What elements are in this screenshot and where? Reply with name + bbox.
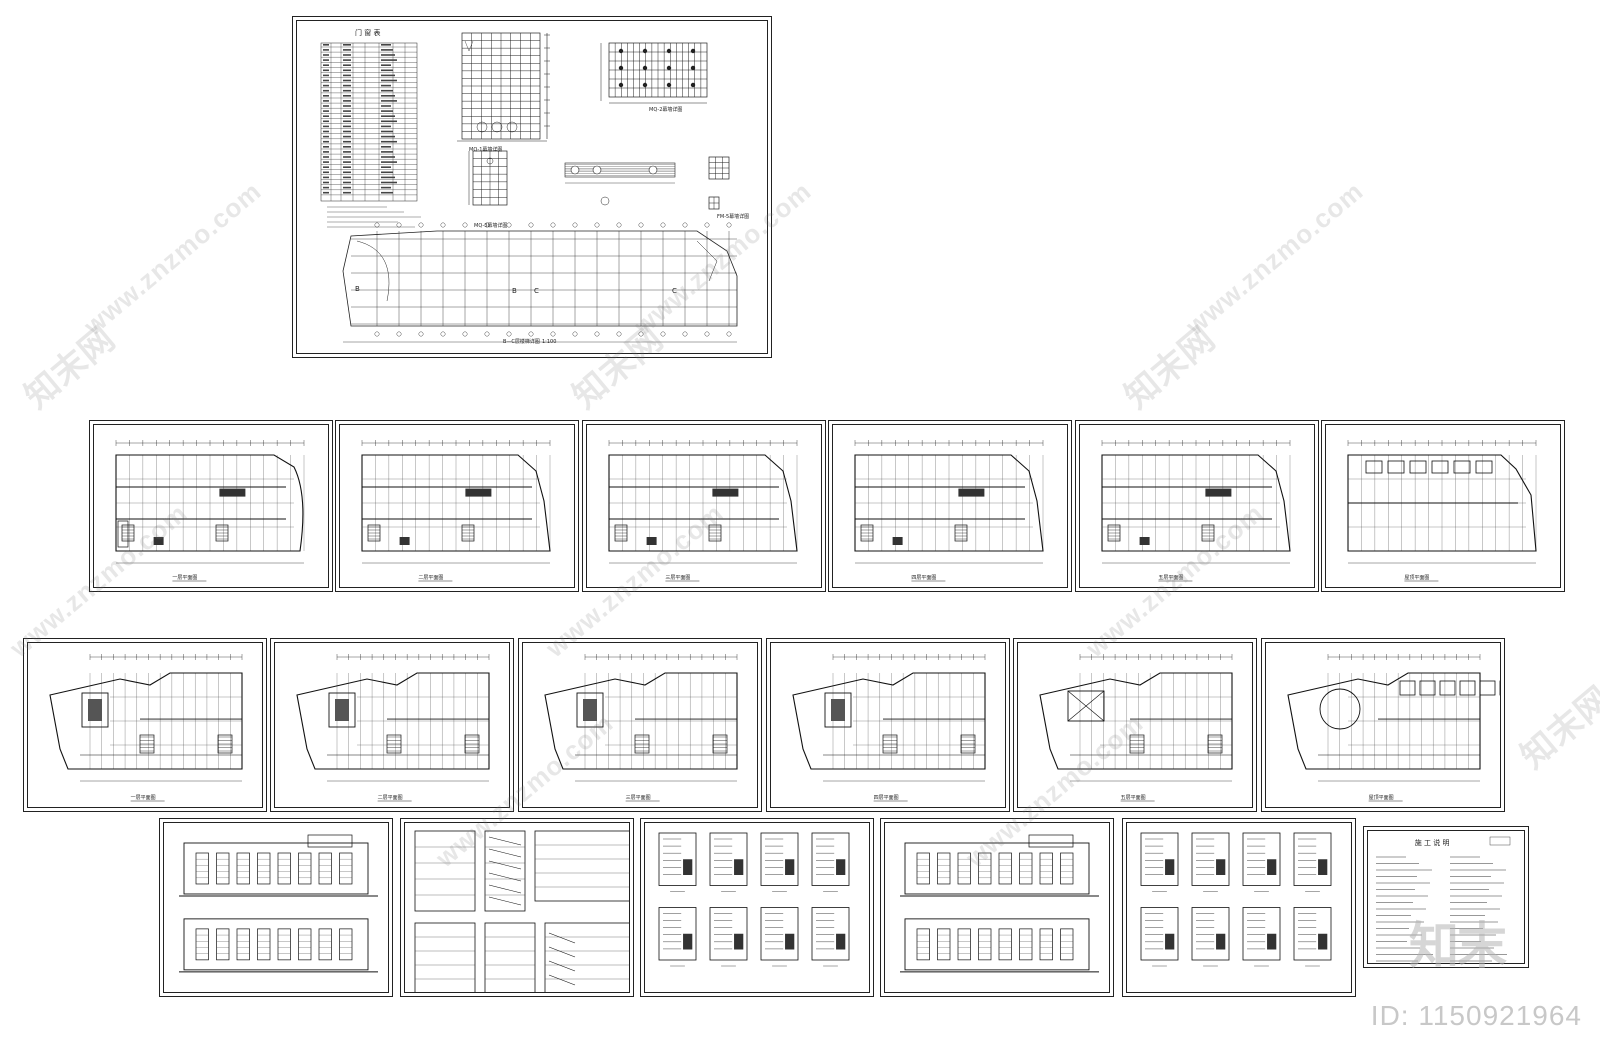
sheet-drawing [900, 834, 1099, 973]
floor-plan-sheet-b-5: 五层平面图 [1013, 638, 1257, 812]
watermark-brand-4: 知末网 [1513, 679, 1600, 777]
sheet-title: 四层平面图 [874, 795, 899, 801]
sheet-door-window-schedule: 门 窗 表 MQ-1幕墙详图 MQ-2幕墙详图 MQ-3幕墙详图 FM-5幕墙详… [292, 16, 772, 358]
fm5-detail [708, 156, 730, 210]
sheet-frame: 施 工 说 明 [1367, 830, 1525, 964]
sheet-drawing [179, 834, 378, 973]
floor-plan-sheet-a-1: 一层平面图 [89, 420, 333, 592]
axis-b-mid: B [512, 287, 517, 295]
image-id-label: ID: 1150921964 [1370, 1000, 1582, 1031]
axis-c-mid: C [534, 287, 539, 295]
sheet-title: 屋顶平面图 [1404, 575, 1429, 581]
fm5-label: FM-5幕墙详图 [717, 213, 749, 220]
floor-plan-sheet-b-6: 屋顶平面图 [1261, 638, 1505, 812]
sheet-frame: 一层平面图 [93, 424, 329, 588]
sheet-frame: 五层平面图 [1017, 642, 1253, 808]
floor-plan-grid [342, 40, 738, 343]
sheet-title: 二层平面图 [418, 575, 443, 581]
watermark-brand-3: 知末网 [1117, 319, 1223, 417]
floor-plan-sheet-a-2: 二层平面图 [335, 420, 579, 592]
sheet-frame [1126, 822, 1352, 993]
sheet-title: 屋顶平面图 [1369, 795, 1394, 801]
sheet-drawing: 二层平面图 [296, 654, 490, 802]
sheet-drawing: 一层平面图 [115, 440, 305, 582]
sheet-frame: 一层平面图 [27, 642, 263, 808]
sheet-frame: 四层平面图 [770, 642, 1006, 808]
stair-detail-sheet-2 [1122, 818, 1356, 997]
sheet-drawing [414, 830, 629, 992]
sheet-frame [404, 822, 630, 993]
sheet-title: 三层平面图 [626, 795, 651, 801]
sheet-drawing: 屋顶平面图 [1287, 654, 1500, 802]
floor-plan-sheet-a-6: 屋顶平面图 [1321, 420, 1565, 592]
floor-plan-sheet-b-4: 四层平面图 [766, 638, 1010, 812]
sheet-drawing: 一层平面图 [49, 654, 243, 802]
sheet-title: 五层平面图 [1121, 795, 1146, 801]
sheet-drawing: 四层平面图 [792, 654, 986, 802]
sheet-title: 一层平面图 [131, 795, 156, 801]
sheet-drawing: 四层平面图 [854, 440, 1044, 582]
sheet-frame [884, 822, 1110, 993]
watermark-url-1: www.znzmo.com [78, 175, 267, 341]
watermark-brand-1: 知末网 [17, 319, 123, 417]
floor-plan-sheet-a-5: 五层平面图 [1075, 420, 1319, 592]
section-sheet [400, 818, 634, 997]
sheet-title: 五层平面图 [1158, 575, 1183, 581]
mq3-label: MQ-3幕墙详图 [474, 222, 507, 229]
axis-c-right: C [672, 287, 677, 295]
sheet-title: 二层平面图 [378, 795, 403, 801]
sheet-drawing: 五层平面图 [1101, 440, 1291, 582]
strip-detail [564, 162, 676, 206]
sheet-drawing: 屋顶平面图 [1347, 440, 1537, 582]
sheet-drawing: 门 窗 表 MQ-1幕墙详图 MQ-2幕墙详图 MQ-3幕墙详图 FM-5幕墙详… [320, 28, 749, 345]
sheet-title: 一层平面图 [172, 575, 197, 581]
sheet-drawing: 五层平面图 [1039, 654, 1233, 802]
sheet-frame: 二层平面图 [274, 642, 510, 808]
plan-label: B—C层楼梯详图 [503, 338, 540, 345]
sheet-drawing: 施 工 说 明 [1376, 836, 1511, 962]
stair-detail-sheet-1 [640, 818, 874, 997]
table-title: 门 窗 表 [355, 28, 380, 37]
floor-plan-sheet-b-3: 三层平面图 [518, 638, 762, 812]
elevation-sheet-2 [880, 818, 1114, 997]
sheet-frame [644, 822, 870, 993]
mq1-label: MQ-1幕墙详图 [469, 146, 502, 153]
elevation-sheet-1 [159, 818, 393, 997]
sheet-frame: 门 窗 表 MQ-1幕墙详图 MQ-2幕墙详图 MQ-3幕墙详图 FM-5幕墙详… [296, 20, 768, 354]
floor-plan-sheet-a-4: 四层平面图 [828, 420, 1072, 592]
sheet-drawing: 三层平面图 [608, 440, 798, 582]
plan-scale: 1:100 [542, 339, 556, 345]
mq3-elevation [468, 150, 508, 206]
sheet-drawing [1140, 832, 1332, 967]
axis-b-left: B [355, 285, 360, 293]
sheet-drawing: 三层平面图 [544, 654, 738, 802]
sheet-title: 四层平面图 [911, 575, 936, 581]
mq1-elevation [457, 32, 550, 142]
watermark-url-3: www.znzmo.com [1180, 175, 1369, 341]
sheet-title: 三层平面图 [665, 575, 690, 581]
sheet-frame: 三层平面图 [522, 642, 758, 808]
sheet-drawing [658, 832, 850, 967]
sheet-frame [163, 822, 389, 993]
brand-logo: 知末 [1409, 917, 1507, 975]
floor-plan-sheet-a-3: 三层平面图 [582, 420, 826, 592]
notes-sheet: 施 工 说 明 [1363, 826, 1529, 968]
mq2-elevation [600, 42, 708, 104]
door-window-table [320, 42, 418, 202]
floor-plan-sheet-b-1: 一层平面图 [23, 638, 267, 812]
sheet-frame: 五层平面图 [1079, 424, 1315, 588]
sheet-frame: 四层平面图 [832, 424, 1068, 588]
sheet-frame: 三层平面图 [586, 424, 822, 588]
floor-plan-sheet-b-2: 二层平面图 [270, 638, 514, 812]
sheet-frame: 屋顶平面图 [1325, 424, 1561, 588]
sheet-frame: 二层平面图 [339, 424, 575, 588]
mq2-label: MQ-2幕墙详图 [649, 106, 682, 113]
notes-title: 施 工 说 明 [1415, 838, 1450, 847]
sheet-drawing: 二层平面图 [361, 440, 551, 582]
sheet-frame: 屋顶平面图 [1265, 642, 1501, 808]
